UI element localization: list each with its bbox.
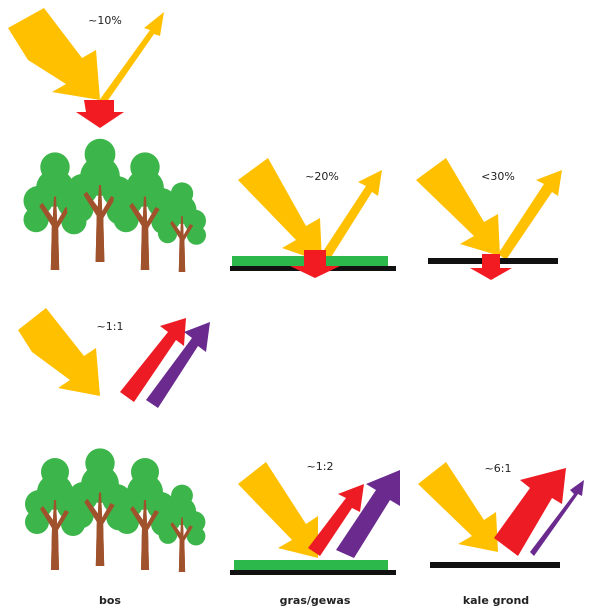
- top-forest-reflected-arrow: [98, 12, 164, 106]
- bottom-forest-sun-arrow: [18, 308, 100, 396]
- bottom-forest-latent-arrow: [146, 322, 210, 408]
- top-forest-absorbed-arrow: [76, 100, 124, 128]
- top-grass-scene: ~20%: [230, 158, 396, 278]
- bottom-grass-latent-arrow: [336, 470, 400, 558]
- bottom-grass-scene: ~1:2: [230, 460, 400, 575]
- top-forest-sun-arrow: [8, 8, 100, 100]
- bottom-grass-sun-arrow: [238, 462, 318, 558]
- top-bare-albedo-label: <30%: [481, 170, 515, 183]
- bottom-bare-heat-arrow: [494, 468, 566, 556]
- bottom-bare-latent-arrow: [530, 480, 584, 556]
- bottom-forest-ratio-label: ~1:1: [97, 320, 124, 333]
- top-forest-scene: ~10%: [8, 8, 206, 272]
- top-bare-scene: <30%: [416, 158, 562, 280]
- caption-bare: kale grond: [463, 594, 529, 607]
- bottom-bare-scene: ~6:1: [418, 462, 584, 568]
- top-bare-reflected-arrow: [498, 170, 562, 260]
- bottom-bare-ground: [430, 562, 560, 568]
- caption-forest: bos: [99, 594, 121, 607]
- bottom-bare-sun-arrow: [418, 462, 498, 552]
- top-grass-sun-arrow: [238, 158, 322, 262]
- bottom-grass-surface: [234, 560, 388, 570]
- top-grass-absorbed-arrow: [290, 250, 340, 278]
- bottom-bare-ratio-label: ~6:1: [485, 462, 512, 475]
- bottom-forest-trees: [25, 448, 206, 572]
- top-bare-sun-arrow: [416, 158, 500, 256]
- top-bare-absorbed-arrow: [470, 254, 512, 280]
- bottom-grass-heat-arrow: [308, 484, 364, 556]
- caption-grass: gras/gewas: [280, 594, 351, 607]
- bottom-forest-heat-arrow: [120, 318, 186, 402]
- top-forest-trees: [23, 138, 206, 272]
- top-forest-albedo-label: ~10%: [88, 14, 122, 27]
- bottom-grass-ratio-label: ~1:2: [307, 460, 334, 473]
- bottom-grass-ground: [230, 570, 396, 575]
- bottom-forest-scene: ~1:1: [18, 308, 210, 572]
- top-grass-reflected-arrow: [320, 170, 382, 262]
- top-grass-albedo-label: ~20%: [305, 170, 339, 183]
